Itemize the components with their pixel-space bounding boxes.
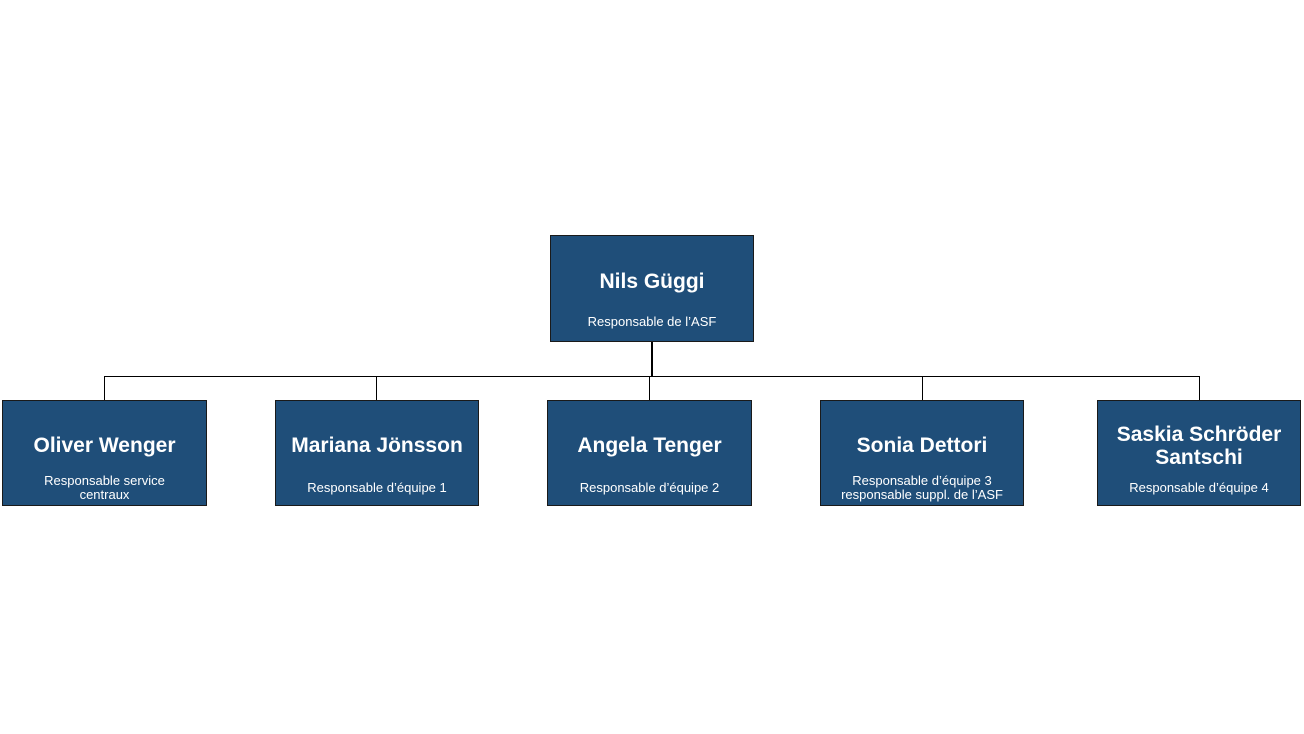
- node-name: Saskia Schröder Santschi: [1098, 423, 1300, 469]
- org-node-child: Angela Tenger Responsable d’équipe 2: [547, 400, 752, 506]
- org-node-child: Mariana Jönsson Responsable d’équipe 1: [275, 400, 479, 506]
- node-name: Oliver Wenger: [33, 434, 176, 457]
- connector-child-3: [649, 376, 650, 400]
- role-line: Responsable d’équipe 1: [307, 480, 447, 495]
- role-line: Responsable d’équipe 2: [579, 480, 720, 495]
- node-role: Responsable d’équipe 4: [1098, 481, 1300, 495]
- node-name: Sonia Dettori: [856, 434, 988, 457]
- role-line: Responsable d’équipe 3: [852, 473, 992, 488]
- org-node-root: Nils Güggi Responsable de l’ASF: [550, 235, 754, 342]
- role-line: Responsable d’équipe 4: [1129, 480, 1269, 495]
- connector-child-5: [1199, 376, 1200, 400]
- node-name: Mariana Jönsson: [291, 434, 463, 457]
- node-role: Responsable d’équipe 3 responsable suppl…: [821, 474, 1023, 502]
- node-name: Nils Güggi: [599, 270, 705, 293]
- role-line: responsable suppl. de l’ASF: [841, 487, 1003, 502]
- org-node-child: Oliver Wenger Responsable service centra…: [2, 400, 207, 506]
- node-role: Responsable d’équipe 2: [548, 481, 751, 495]
- node-role: Responsable d’équipe 1: [276, 481, 478, 495]
- connector-root-down: [651, 341, 653, 377]
- org-node-child: Sonia Dettori Responsable d’équipe 3 res…: [820, 400, 1024, 506]
- node-name: Angela Tenger: [577, 434, 722, 457]
- name-line: Saskia Schröder: [1116, 423, 1282, 446]
- connector-horizontal: [104, 376, 1200, 377]
- org-node-child: Saskia Schröder Santschi Responsable d’é…: [1097, 400, 1301, 506]
- connector-child-2: [376, 376, 377, 400]
- role-line: centraux: [79, 487, 130, 502]
- connector-child-4: [922, 376, 923, 400]
- role-line: Responsable service: [44, 473, 165, 488]
- connector-child-1: [104, 376, 105, 400]
- node-role: Responsable de l’ASF: [587, 314, 717, 329]
- node-role: Responsable service centraux: [3, 474, 206, 502]
- name-line: Santschi: [1155, 446, 1243, 469]
